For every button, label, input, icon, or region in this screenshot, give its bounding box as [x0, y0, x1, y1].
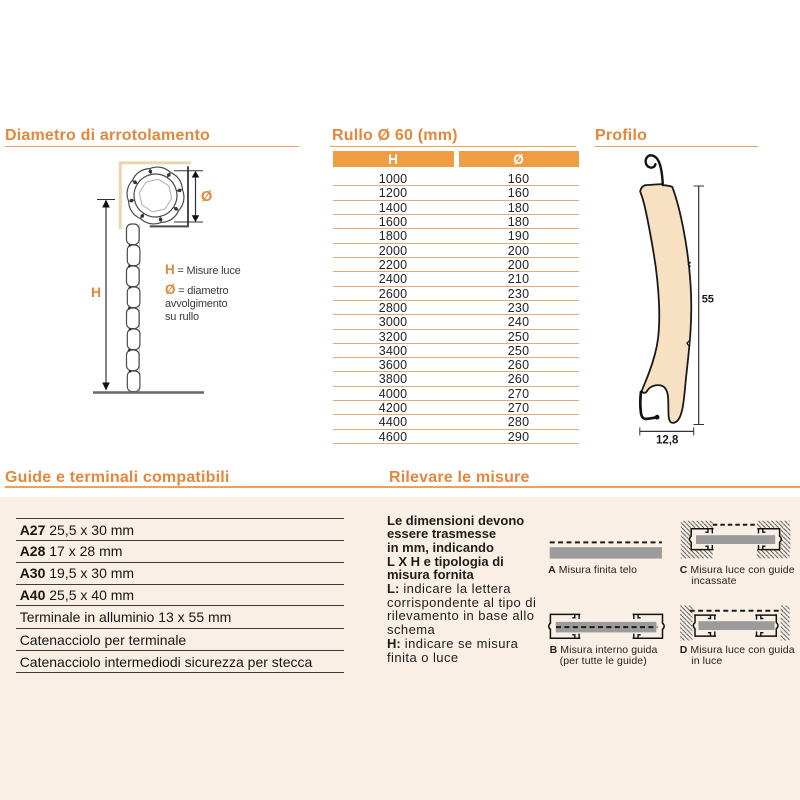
svg-text:H: H — [91, 284, 101, 300]
svg-text:12,8: 12,8 — [656, 435, 679, 447]
svg-text:Ø: Ø — [201, 189, 212, 205]
svg-text:55: 55 — [702, 294, 714, 306]
